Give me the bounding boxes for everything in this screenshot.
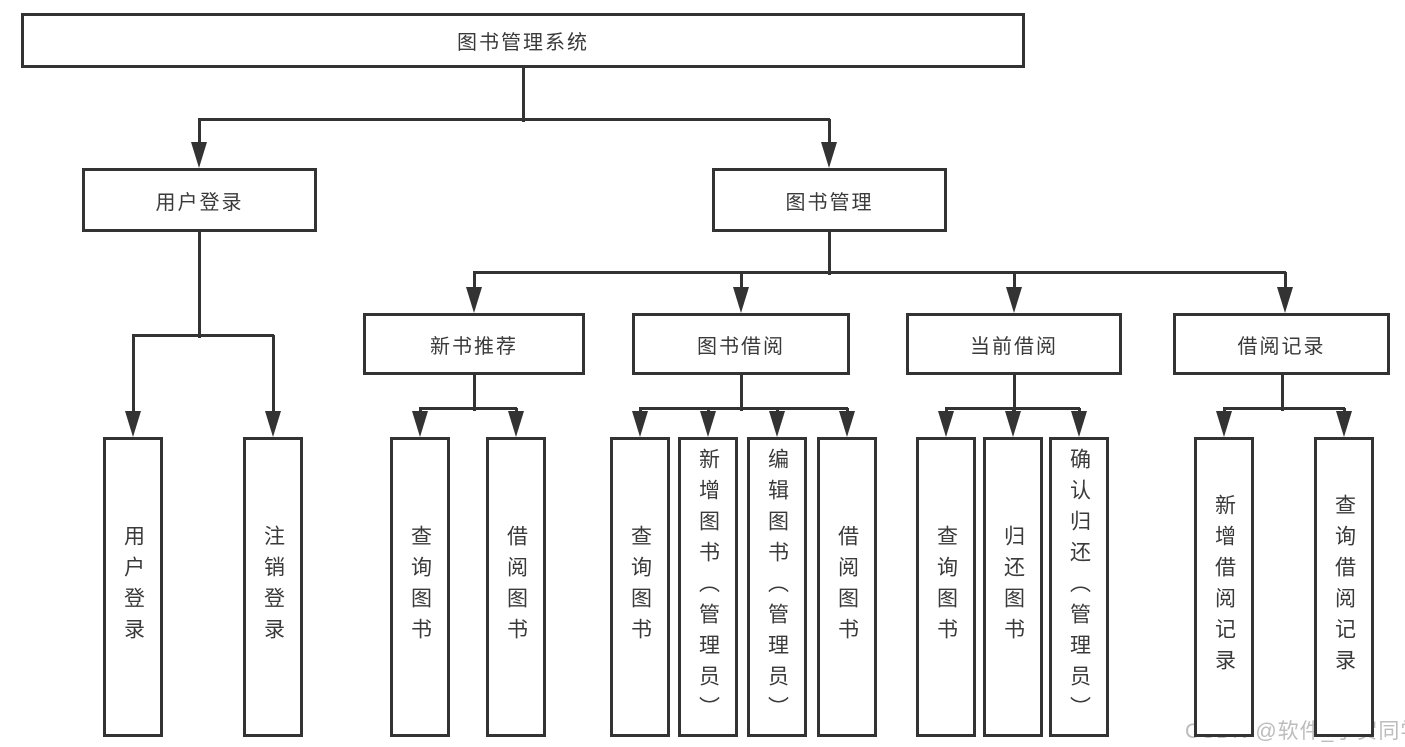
edge-line <box>1013 272 1016 291</box>
edge-line <box>828 232 831 275</box>
node-rec-query-book: 查询图书 <box>390 437 450 737</box>
arrow-down-icon <box>265 411 281 437</box>
node-bb-borrow-book: 借阅图书 <box>817 437 877 737</box>
node-br-add-record: 新增借阅记录 <box>1194 437 1254 737</box>
node-label: 确认归还（管理员） <box>1067 447 1091 727</box>
arrow-down-icon <box>508 411 524 437</box>
node-label: 借阅图书 <box>504 525 528 649</box>
arrow-down-icon <box>632 411 648 437</box>
edge-line <box>473 272 476 291</box>
node-user-login: 用户登录 <box>82 168 317 232</box>
node-label: 图书管理 <box>785 191 874 214</box>
arrow-down-icon <box>125 411 141 437</box>
node-book-borrow: 图书借阅 <box>632 313 850 375</box>
edge-line <box>522 68 525 122</box>
node-cb-query-book: 查询图书 <box>916 437 976 737</box>
node-label: 图书借阅 <box>697 335 785 358</box>
edge-line <box>1281 375 1284 411</box>
arrow-down-icon <box>1216 411 1232 437</box>
edge-line <box>473 271 1286 274</box>
arrow-down-icon <box>1277 287 1293 313</box>
arrow-down-icon <box>1336 411 1352 437</box>
node-borrow-record: 借阅记录 <box>1173 313 1390 375</box>
node-label: 查询图书 <box>408 525 432 649</box>
edge-line <box>272 335 275 415</box>
node-label: 新书推荐 <box>430 335 518 358</box>
node-label: 编辑图书（管理员） <box>765 447 789 727</box>
arrow-down-icon <box>769 411 785 437</box>
node-label: 新增借阅记录 <box>1212 494 1236 680</box>
node-bb-query-book: 查询图书 <box>610 437 670 737</box>
edge-line <box>198 232 201 338</box>
node-root: 图书管理系统 <box>21 13 1025 68</box>
node-label: 借阅记录 <box>1237 335 1326 358</box>
node-label: 归还图书 <box>1001 525 1025 649</box>
node-book-mgmt: 图书管理 <box>712 168 947 232</box>
edge-line <box>740 272 743 291</box>
edge-line <box>473 375 476 411</box>
node-bb-add-book: 新增图书（管理员） <box>678 437 738 737</box>
node-cb-return-book: 归还图书 <box>983 437 1043 737</box>
node-label: 借阅图书 <box>835 525 859 649</box>
node-label: 查询借阅记录 <box>1332 494 1356 680</box>
node-cb-confirm-return: 确认归还（管理员） <box>1049 437 1109 737</box>
node-br-query-record: 查询借阅记录 <box>1314 437 1374 737</box>
edge-line <box>419 407 517 410</box>
edge-line <box>740 375 743 411</box>
node-leaf-user-login: 用户登录 <box>103 437 163 737</box>
arrow-down-icon <box>700 411 716 437</box>
arrow-down-icon <box>1006 287 1022 313</box>
arrow-down-icon <box>821 142 837 168</box>
arrow-down-icon <box>191 142 207 168</box>
arrow-down-icon <box>839 411 855 437</box>
arrow-down-icon <box>466 287 482 313</box>
node-current-borrow: 当前借阅 <box>906 313 1122 375</box>
node-label: 查询图书 <box>628 525 652 649</box>
edge-line <box>1013 375 1016 411</box>
edge-line <box>198 118 830 121</box>
edge-line <box>639 407 848 410</box>
node-bb-edit-book: 编辑图书（管理员） <box>747 437 807 737</box>
edge-line <box>1223 407 1345 410</box>
edge-line <box>1284 272 1287 291</box>
node-label: 新增图书（管理员） <box>696 447 720 727</box>
arrow-down-icon <box>1071 411 1087 437</box>
node-label: 图书管理系统 <box>457 32 589 54</box>
edge-line <box>828 119 831 146</box>
edge-line <box>132 335 135 415</box>
node-label: 用户登录 <box>155 191 244 214</box>
arrow-down-icon <box>733 287 749 313</box>
node-label: 当前借阅 <box>970 335 1058 358</box>
arrow-down-icon <box>938 411 954 437</box>
node-leaf-logout: 注销登录 <box>243 437 303 737</box>
node-label: 注销登录 <box>261 525 285 649</box>
node-label: 用户登录 <box>121 525 145 649</box>
arrow-down-icon <box>412 411 428 437</box>
node-label: 查询图书 <box>934 525 958 649</box>
node-new-book-rec: 新书推荐 <box>363 313 585 375</box>
edge-line <box>132 334 274 337</box>
node-rec-borrow-book: 借阅图书 <box>486 437 546 737</box>
edge-line <box>198 119 201 146</box>
arrow-down-icon <box>1005 411 1021 437</box>
